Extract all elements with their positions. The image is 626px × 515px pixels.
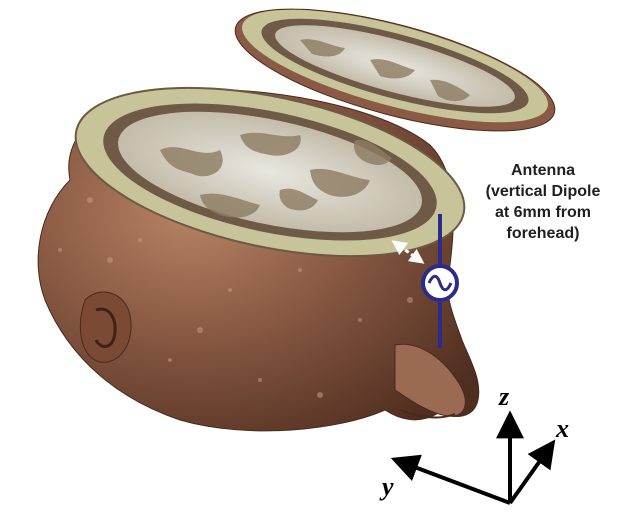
antenna-label-line-2: (vertical Dipole — [468, 181, 618, 202]
coordinate-axes — [396, 416, 552, 503]
z-axis-label: z — [499, 382, 509, 412]
x-axis — [510, 444, 552, 503]
y-axis — [396, 460, 510, 503]
antenna-label-line-1: Antenna — [468, 160, 618, 181]
antenna-label-line-3: at 6mm from — [468, 202, 618, 223]
y-axis-label: y — [382, 472, 394, 502]
ear — [80, 292, 131, 362]
antenna-label-line-4: forehead) — [468, 223, 618, 244]
antenna-label: Antenna (vertical Dipole at 6mm from for… — [468, 160, 618, 244]
x-axis-label: x — [556, 414, 569, 444]
